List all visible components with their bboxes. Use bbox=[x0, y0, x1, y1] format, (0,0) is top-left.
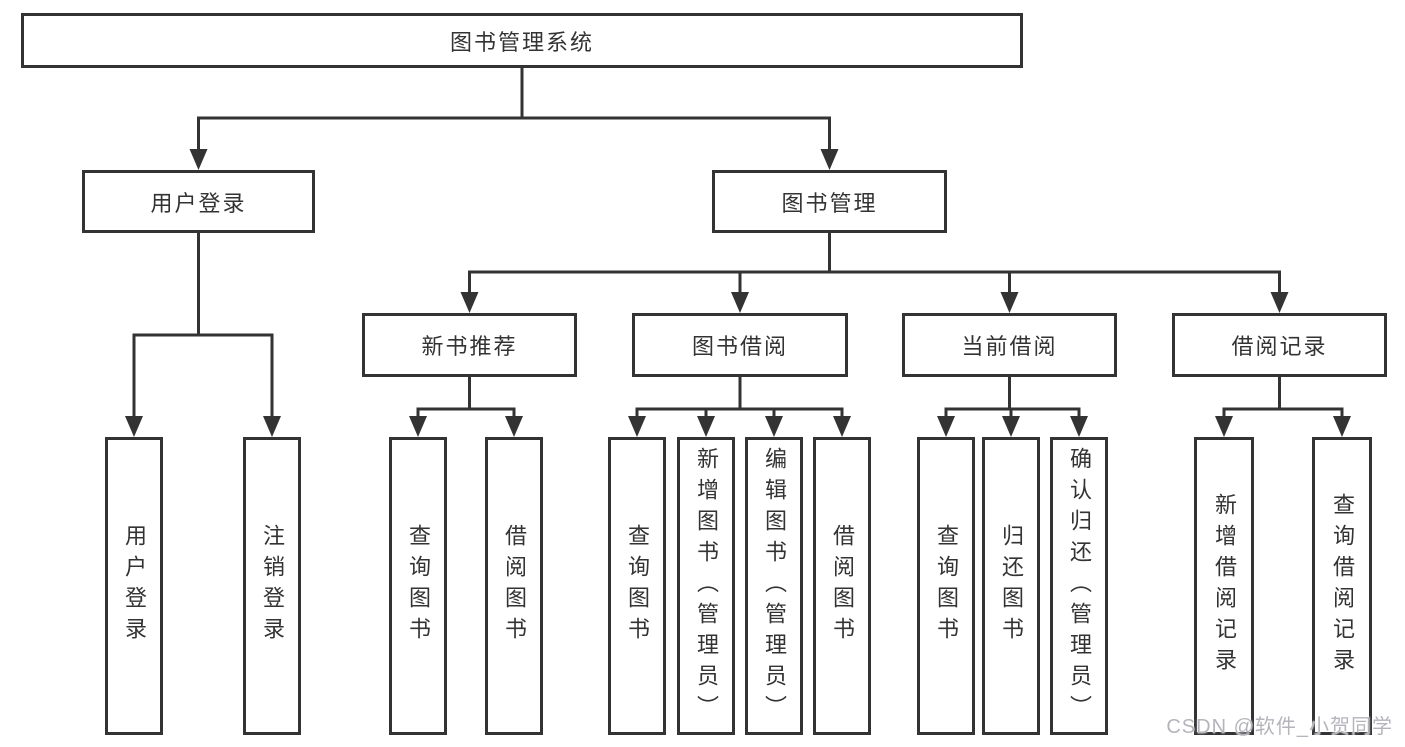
node-user-login: 用户登录 bbox=[82, 170, 315, 233]
leaf-borrow-books-recommend-label: 借阅图书 bbox=[502, 524, 527, 648]
leaf-user-login: 用户登录 bbox=[105, 437, 163, 735]
node-borrow-records: 借阅记录 bbox=[1172, 313, 1387, 377]
connector-new-book-children bbox=[409, 377, 523, 437]
leaf-user-login-label: 用户登录 bbox=[122, 524, 147, 648]
leaf-borrow-books-label: 借阅图书 bbox=[830, 524, 855, 648]
connector-book-borrow-children bbox=[628, 377, 851, 437]
node-book-management-label: 图书管理 bbox=[781, 190, 878, 216]
leaf-query-books-recommend: 查询图书 bbox=[389, 437, 447, 735]
leaf-query-borrow-record-label: 查询借阅记录 bbox=[1330, 493, 1355, 679]
leaf-borrow-books-recommend: 借阅图书 bbox=[485, 437, 543, 735]
leaf-edit-books-admin: 编辑图书（管理员） bbox=[745, 437, 803, 735]
leaf-edit-books-admin-label: 编辑图书（管理员） bbox=[762, 446, 787, 726]
connector-user-login-children bbox=[125, 233, 281, 437]
node-new-book-recommend-label: 新书推荐 bbox=[421, 334, 518, 359]
leaf-query-books-recommend-label: 查询图书 bbox=[406, 524, 431, 648]
csdn-watermark: CSDN @软件_小贺同学 bbox=[1166, 716, 1393, 738]
leaf-add-borrow-record-label: 新增借阅记录 bbox=[1212, 493, 1237, 679]
leaf-query-borrow-record: 查询借阅记录 bbox=[1312, 437, 1372, 735]
connector-borrow-records-children bbox=[1215, 377, 1351, 437]
leaf-add-books-admin: 新增图书（管理员） bbox=[677, 437, 735, 735]
leaf-return-books-label: 归还图书 bbox=[999, 524, 1024, 648]
node-current-borrow: 当前借阅 bbox=[902, 313, 1117, 377]
leaf-query-books-current-label: 查询图书 bbox=[934, 524, 959, 648]
leaf-confirm-return-admin-label: 确认归还（管理员） bbox=[1067, 446, 1092, 726]
node-user-login-label: 用户登录 bbox=[150, 190, 247, 216]
leaf-return-books: 归还图书 bbox=[982, 437, 1040, 735]
node-borrow-records-label: 借阅记录 bbox=[1231, 334, 1328, 359]
leaf-logout-label: 注销登录 bbox=[260, 524, 285, 648]
node-system-root-label: 图书管理系统 bbox=[449, 29, 594, 55]
connector-current-borrow-children bbox=[937, 377, 1088, 437]
node-book-management: 图书管理 bbox=[712, 170, 947, 233]
leaf-query-books-current: 查询图书 bbox=[917, 437, 975, 735]
leaf-add-borrow-record: 新增借阅记录 bbox=[1194, 437, 1254, 735]
leaf-add-books-admin-label: 新增图书（管理员） bbox=[694, 446, 719, 726]
connector-book-mgmt-children bbox=[460, 233, 1289, 313]
node-system-root: 图书管理系统 bbox=[21, 13, 1023, 68]
connector-root-to-level1 bbox=[189, 68, 839, 170]
leaf-query-books-borrow-label: 查询图书 bbox=[625, 524, 650, 648]
node-book-borrow: 图书借阅 bbox=[632, 313, 848, 377]
leaf-borrow-books: 借阅图书 bbox=[813, 437, 871, 735]
leaf-logout: 注销登录 bbox=[243, 437, 301, 735]
leaf-confirm-return-admin: 确认归还（管理员） bbox=[1050, 437, 1108, 735]
node-current-borrow-label: 当前借阅 bbox=[961, 334, 1058, 359]
leaf-query-books-borrow: 查询图书 bbox=[608, 437, 666, 735]
node-book-borrow-label: 图书借阅 bbox=[691, 334, 788, 359]
node-new-book-recommend: 新书推荐 bbox=[362, 313, 577, 377]
